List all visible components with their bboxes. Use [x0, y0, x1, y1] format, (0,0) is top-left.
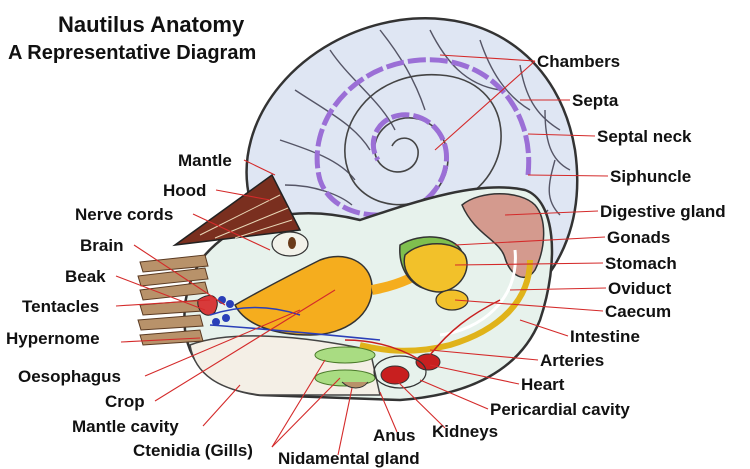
label-oviduct: Oviduct — [608, 279, 672, 298]
kidneys-organ — [380, 365, 410, 385]
nerve-cords — [209, 306, 381, 341]
oviduct-tube — [439, 249, 517, 337]
label-nidamental-gland: Nidamental gland — [278, 449, 420, 468]
label-mantle-cavity: Mantle cavity — [72, 417, 179, 436]
label-beak: Beak — [65, 267, 106, 286]
label-brain: Brain — [80, 236, 123, 255]
label-pericardial-cavity: Pericardial cavity — [490, 400, 630, 419]
arteries — [344, 299, 501, 361]
label-septa: Septa — [572, 91, 619, 110]
label-chambers: Chambers — [537, 52, 620, 71]
label-tentacles: Tentacles — [22, 297, 99, 316]
label-hypernome: Hypernome — [6, 329, 100, 348]
label-crop: Crop — [105, 392, 145, 411]
caecum-organ — [435, 289, 469, 311]
diagram-subtitle: A Representative Diagram — [8, 42, 257, 64]
tentacles-group — [137, 254, 209, 346]
leader-lines — [115, 54, 609, 456]
label-gonads: Gonads — [607, 228, 670, 247]
label-mantle: Mantle — [178, 151, 232, 170]
label-caecum: Caecum — [605, 302, 671, 321]
diagram-title: Nautilus Anatomy — [58, 12, 245, 37]
pericardial-cavity — [373, 355, 427, 389]
label-nerve-cords: Nerve cords — [75, 205, 173, 224]
nidamental-gland-organ — [341, 381, 369, 389]
label-stomach: Stomach — [605, 254, 677, 273]
hood-pattern — [199, 194, 293, 239]
intestine-tube — [359, 259, 533, 354]
label-arteries: Arteries — [540, 351, 604, 370]
label-septal-neck: Septal neck — [597, 127, 692, 146]
label-ctenidia: Ctenidia (Gills) — [133, 441, 253, 460]
label-oesophagus: Oesophagus — [18, 367, 121, 386]
label-kidneys: Kidneys — [432, 422, 498, 441]
label-siphuncle: Siphuncle — [610, 167, 691, 186]
label-intestine: Intestine — [570, 327, 640, 346]
label-hood: Hood — [163, 181, 206, 200]
label-heart: Heart — [521, 375, 565, 394]
gills-group — [314, 346, 376, 387]
siphuncle-tube — [314, 57, 532, 218]
label-anus: Anus — [373, 426, 416, 445]
stomach-organ — [403, 243, 468, 293]
label-digestive-gland: Digestive gland — [600, 202, 726, 221]
eye-pupil — [288, 237, 296, 249]
